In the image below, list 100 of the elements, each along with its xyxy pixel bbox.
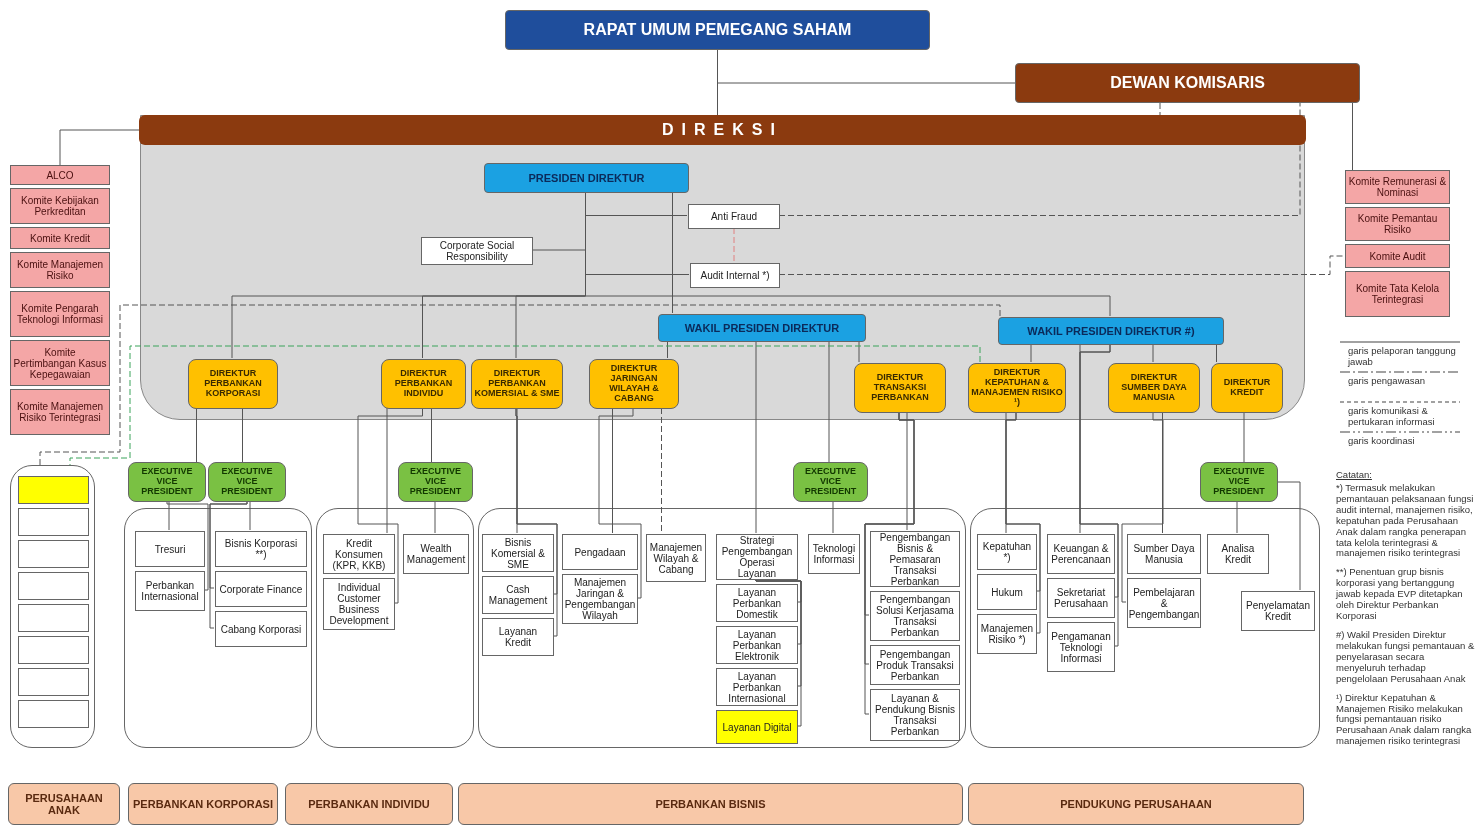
committee-box: Komite Tata Kelola Terintegrasi <box>1345 271 1450 317</box>
executive-box: PRESIDEN DIREKTUR <box>484 163 689 193</box>
committee-box: Komite Audit <box>1345 244 1450 268</box>
group-banner: PERBANKAN INDIVIDU <box>285 783 453 825</box>
company-box <box>18 572 89 600</box>
company-box <box>18 476 89 504</box>
unit-box: Kepatuhan *) <box>977 534 1037 570</box>
company-box <box>18 636 89 664</box>
unit-box: Pengadaan <box>562 534 638 570</box>
unit-box: Layanan Perbankan Elektronik <box>716 626 798 664</box>
unit-box: Teknologi Informasi <box>808 534 860 574</box>
group-banner: PERBANKAN KORPORASI <box>128 783 278 825</box>
unit-box: Wealth Management <box>403 534 469 574</box>
group-container <box>970 508 1320 748</box>
unit-box: Pengembangan Bisnis & Pemasaran Transaksi Perbankan <box>870 531 960 587</box>
note-text: *) Termasuk melakukan pemantauan pelaksanaan fungsi audit internal, manajemen risiko, kepatuhan pada Perusahaan Anak dalam rangka penerapan tata kelola terintegrasi & manajemen risiko terintegrasi <box>1336 482 1475 560</box>
connector-line <box>516 407 518 534</box>
unit-box: Tresuri <box>135 531 205 567</box>
connector-line <box>209 501 248 629</box>
unit-box: Bisnis Komersial & SME <box>482 534 554 572</box>
group-container <box>10 465 95 748</box>
unit-box: Corporate Social Responsibility <box>421 237 533 265</box>
connector-line <box>168 501 170 531</box>
connector-line <box>434 501 436 534</box>
connector-line <box>515 407 558 637</box>
company-box <box>18 508 89 536</box>
unit-box: Kredit Konsumen (KPR, KKB) <box>323 534 395 574</box>
connector-line <box>1277 481 1301 591</box>
note-text: ¹) Direktur Kepatuhan & Manajemen Risiko melakukan fungsi pemantauan risiko Perusahaan Anak dalam rangka manajemen risiko terintegrasi <box>1336 692 1473 748</box>
connector-line <box>828 340 830 463</box>
unit-box: Cash Management <box>482 576 554 614</box>
notes-heading: Catatan: <box>1336 470 1373 481</box>
connector-line <box>1236 501 1238 534</box>
connector-line <box>166 501 209 591</box>
unit-box: Perbankan Internasional <box>135 571 205 611</box>
connector-line <box>755 340 757 534</box>
connector-line <box>1352 102 1353 171</box>
director-box: DIREKTUR PERBANKAN INDIVIDU <box>381 359 466 409</box>
unit-box: Layanan Kredit <box>482 618 554 656</box>
connector-line <box>69 345 981 466</box>
unit-box: Layanan Perbankan Internasional <box>716 668 798 706</box>
unit-box: Layanan Perbankan Domestik <box>716 584 798 622</box>
company-box <box>18 540 89 568</box>
connector-line <box>672 191 673 314</box>
unit-box: Layanan Digital <box>716 710 798 744</box>
legend-text: garis pengawasan <box>1348 376 1427 387</box>
unit-box: Manajemen Jaringan & Pengembangan Wilayah <box>562 574 638 624</box>
unit-box: Pengembangan Produk Transaksi Perbankan <box>870 645 960 685</box>
unit-box: Pembelajaran & Pengembangan <box>1127 578 1201 628</box>
connector-line <box>858 340 860 363</box>
legend-text: garis koordinasi <box>1348 436 1416 447</box>
unit-box: Sumber Daya Manusia <box>1127 534 1201 574</box>
director-box: DIREKTUR KREDIT <box>1211 363 1283 413</box>
connector-line <box>1162 411 1163 534</box>
group-banner: PERBANKAN BISNIS <box>458 783 963 825</box>
connector-line <box>667 340 668 359</box>
note-text: **) Penentuan grup bisnis korporasi yang bertanggung jawab kepada EVP ditetapkan oleh Direktur Perbankan Korporasi <box>1336 567 1464 622</box>
director-box: DIREKTUR JARINGAN WILAYAH & CABANG <box>589 359 679 409</box>
legend-text: garis pelaporan tanggung jawab <box>1348 346 1457 368</box>
group-banner: PENDUKUNG PERUSAHAAN <box>968 783 1304 825</box>
group-container <box>316 508 474 748</box>
unit-box: Analisa Kredit <box>1207 534 1269 574</box>
unit-box: Layanan & Pendukung Bisnis Transaksi Perbankan <box>870 689 960 741</box>
committee-box: Komite Kredit <box>10 227 110 249</box>
unit-box: Pengembangan Solusi Kerjasama Transaksi Perbankan <box>870 591 960 641</box>
director-box: DIREKTUR KEPATUHAN & MANAJEMEN RISIKO ¹) <box>968 363 1066 413</box>
company-box <box>18 668 89 696</box>
connector-line <box>59 129 141 166</box>
committee-box: Komite Pertimbangan Kasus Kepegawaian <box>10 340 110 386</box>
committee-box: Komite Remunerasi & Nominasi <box>1345 170 1450 204</box>
executive-box: WAKIL PRESIDEN DIREKTUR <box>658 314 866 342</box>
vp-box: EXECUTIVE VICE PRESIDENT <box>208 462 286 502</box>
header-bar: DIREKSI <box>139 115 1306 145</box>
group-banner: PERUSAHAAN ANAK <box>8 783 120 825</box>
connector-line <box>1159 102 1161 116</box>
vp-box: EXECUTIVE VICE PRESIDENT <box>793 462 868 502</box>
unit-box: Bisnis Korporasi **) <box>215 531 307 567</box>
director-box: DIREKTUR TRANSAKSI PERBANKAN <box>854 363 946 413</box>
connector-line <box>906 411 908 531</box>
unit-box: Strategi Pengembangan Operasi Layanan <box>716 534 798 580</box>
unit-box: Keuangan & Perencanaan <box>1047 534 1115 574</box>
company-box <box>18 604 89 632</box>
note-text: #) Wakil Presiden Direktur melakukan fungsi pemantauan & penyelarasan secara menyeluruh terhadap pengelolaan Perusahaan Anak <box>1336 630 1476 685</box>
committee-box: Komite Pengarah Teknologi Informasi <box>10 291 110 337</box>
unit-box: Cabang Korporasi <box>215 611 307 647</box>
directors-panel <box>140 115 1305 420</box>
connector-line <box>1079 343 1119 647</box>
director-box: DIREKTUR PERBANKAN KORPORASI <box>188 359 278 409</box>
connector-line <box>1079 343 1081 534</box>
connector-line <box>661 407 662 534</box>
group-container <box>124 508 312 748</box>
unit-box: Sekretariat Perusahaan <box>1047 578 1115 618</box>
vp-box: EXECUTIVE VICE PRESIDENT <box>398 462 473 502</box>
vp-box: EXECUTIVE VICE PRESIDENT <box>1200 462 1278 502</box>
unit-box: Audit Internal *) <box>690 263 780 288</box>
connector-line <box>778 255 1346 275</box>
connector-line <box>196 407 197 463</box>
group-container <box>478 508 966 748</box>
committee-box: Komite Manajemen Risiko Terintegrasi <box>10 389 110 435</box>
legend-text: garis komunikasi & pertukaran informasi <box>1348 406 1436 428</box>
